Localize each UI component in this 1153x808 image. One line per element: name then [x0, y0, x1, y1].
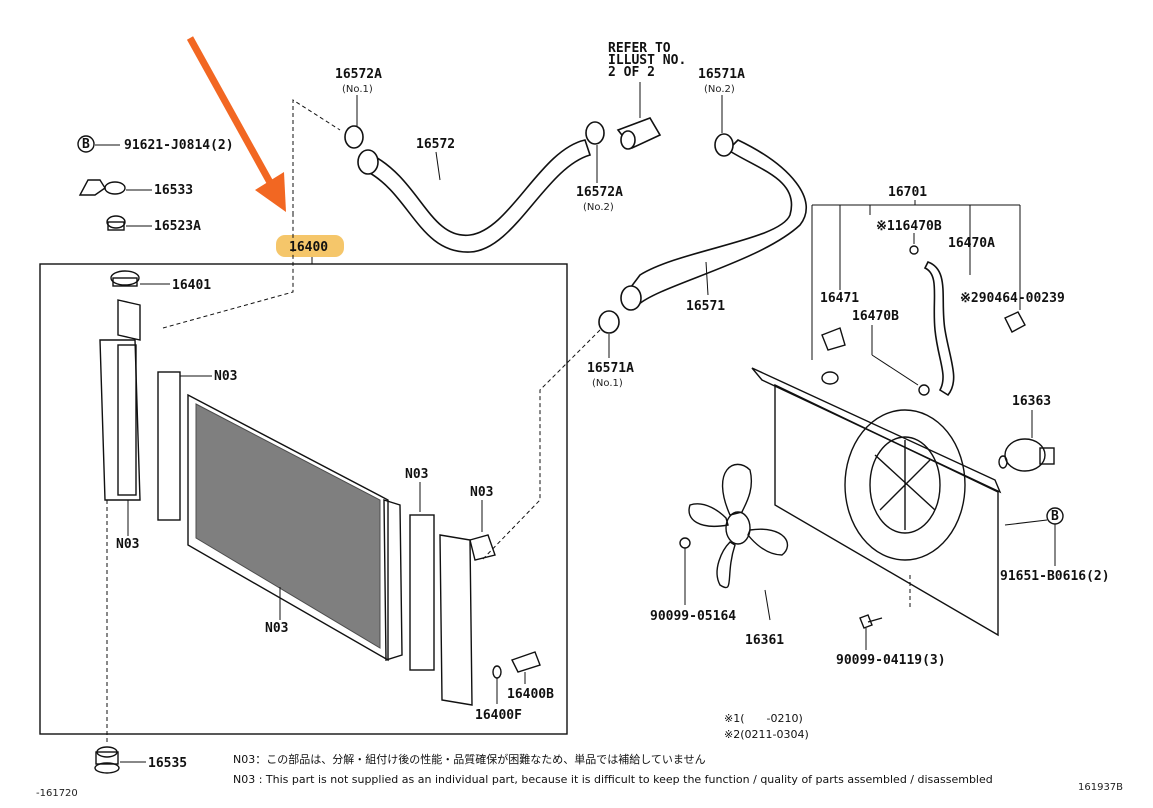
label-16470B-2[interactable]: 16470B: [852, 309, 899, 324]
reserve-hose-16470A-icon[interactable]: [923, 261, 955, 397]
label-16400F[interactable]: 16400F: [475, 708, 522, 723]
orange-arrow-icon: [186, 36, 286, 212]
footer-right-code: 161937B: [1078, 782, 1123, 793]
label-16701[interactable]: 16701: [888, 185, 927, 200]
label-16571A-no2-sub: (No.2): [704, 84, 735, 95]
o-ring-16400F-icon[interactable]: [492, 665, 502, 679]
label-16535[interactable]: 16535: [148, 756, 187, 771]
label-16572A-no1-sub: (No.1): [342, 84, 373, 95]
gasket-right-icon[interactable]: [409, 514, 435, 671]
left-tank-icon[interactable]: [99, 299, 141, 501]
upper-hose-16572[interactable]: [344, 121, 605, 253]
footnote-ref1: ※1( -0210): [724, 712, 803, 725]
b-circle-top-icon: [77, 135, 95, 153]
clamp-16572A-no1[interactable]: [344, 125, 364, 149]
drain-plug-16535-icon[interactable]: [94, 746, 120, 774]
label-16571A-no1-sub: (No.1): [592, 378, 623, 389]
drain-cock-16400B-icon[interactable]: [511, 651, 541, 673]
fan-motor-16363-icon[interactable]: [998, 438, 1055, 472]
label-n03-c[interactable]: N03: [265, 621, 288, 636]
label-16533[interactable]: 16533: [154, 183, 193, 198]
label-16400B[interactable]: 16400B: [507, 687, 554, 702]
label-16471[interactable]: 16471: [820, 291, 859, 306]
refer-line-2: ILLUST NO.: [608, 53, 686, 68]
label-16523A[interactable]: 16523A: [154, 219, 201, 234]
label-16361[interactable]: 16361: [745, 633, 784, 648]
label-16571[interactable]: 16571: [686, 299, 725, 314]
bracket-16533-icon[interactable]: [78, 179, 126, 196]
label-90099-05164[interactable]: 90099-05164: [650, 609, 736, 624]
label-16470B-1[interactable]: ※116470B: [876, 219, 942, 234]
refer-line-3: 2 OF 2: [608, 65, 655, 80]
clamp-16572A-no2[interactable]: [585, 121, 605, 145]
radiator-assembly-box: [39, 263, 568, 735]
label-16363[interactable]: 16363: [1012, 394, 1051, 409]
fan-blade-16361-icon[interactable]: [688, 463, 788, 589]
gasket-left-icon[interactable]: [157, 371, 181, 521]
radiator-core-icon[interactable]: [187, 393, 403, 662]
label-16572A-no2-sub: (No.2): [583, 202, 614, 213]
label-91651-B0616[interactable]: 91651-B0616(2): [1000, 569, 1110, 584]
label-90099-04119[interactable]: 90099-04119(3): [836, 653, 946, 668]
clip-16470B-lower-icon[interactable]: [918, 384, 930, 396]
dashed-link-lower: [481, 329, 601, 561]
fan-shroud-icon[interactable]: [751, 367, 1002, 637]
dashed-link-cap: [162, 215, 294, 329]
radiator-cap-16401-icon[interactable]: [110, 270, 140, 287]
label-16400[interactable]: 16400: [289, 240, 328, 255]
bolt-90099-04119-icon[interactable]: [859, 614, 883, 629]
refer-line-1: REFER TO: [608, 41, 671, 56]
clamp-16571A-no2[interactable]: [714, 133, 734, 157]
label-n03-d[interactable]: N03: [405, 467, 428, 482]
label-b-right: B: [1051, 509, 1059, 524]
label-16571A-no1[interactable]: 16571A: [587, 361, 634, 376]
clip-16470B-icon[interactable]: [909, 245, 919, 255]
refer-pipe-icon: [616, 117, 662, 150]
label-b-top: B: [82, 137, 90, 152]
label-16572A-no2[interactable]: 16572A: [576, 185, 623, 200]
label-91621-J0814[interactable]: 91621-J0814(2): [124, 138, 234, 153]
footnote-ref2: ※2(0211-0304): [724, 728, 809, 741]
footnote-en: N03 : This part is not supplied as an in…: [233, 773, 993, 786]
label-n03-b[interactable]: N03: [214, 369, 237, 384]
label-16571A-no2[interactable]: 16571A: [698, 67, 745, 82]
clamp-290464-icon[interactable]: [1004, 311, 1026, 333]
footer-left-code: -161720: [36, 788, 78, 799]
arrow-head: [255, 172, 286, 212]
label-n03-e[interactable]: N03: [470, 485, 493, 500]
label-16470A[interactable]: 16470A: [948, 236, 995, 251]
label-n03-a[interactable]: N03: [116, 537, 139, 552]
footnote-jp: N03：この部品は、分解・組付け後の性能・品質確保が困難なため、単品では補給して…: [233, 752, 706, 766]
label-290464-00239[interactable]: ※290464-00239: [960, 291, 1065, 306]
label-16572A-no1[interactable]: 16572A: [335, 67, 382, 82]
label-16401[interactable]: 16401: [172, 278, 211, 293]
clamp-16571A-no1[interactable]: [598, 310, 620, 334]
lower-hose-16571[interactable]: [598, 133, 807, 334]
dashed-link-upper: [292, 99, 341, 215]
arrow-shaft: [186, 36, 276, 188]
label-16572[interactable]: 16572: [416, 137, 455, 152]
clamp-16471-icon[interactable]: [821, 327, 846, 351]
cushion-16523A-icon[interactable]: [106, 215, 126, 231]
nut-90099-05164-icon[interactable]: [679, 537, 691, 549]
right-tank-icon[interactable]: [439, 534, 496, 706]
